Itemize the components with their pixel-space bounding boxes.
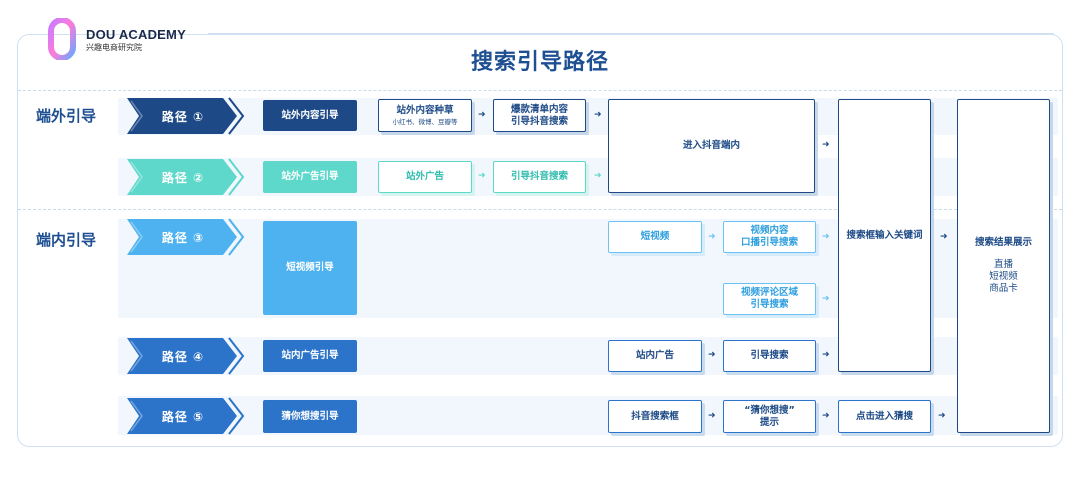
source-box-5: 猜你想搜引导 xyxy=(263,400,357,433)
flow-arrow-icon: ➜ xyxy=(822,294,830,304)
path-arrow-shape xyxy=(127,337,245,375)
step-text: 爆款清单内容 xyxy=(510,103,568,115)
step-text: 视频内容 xyxy=(750,225,789,237)
logo-brand: DOU ACADEMY xyxy=(86,27,186,42)
result-item: 商品卡 xyxy=(989,282,1018,294)
flow-arrow-icon: ➜ xyxy=(822,411,830,421)
flow-arrow-icon: ➜ xyxy=(822,140,830,150)
step-box-onsite-ad: 站内广告 xyxy=(608,340,702,372)
header-divider xyxy=(18,90,1062,91)
step-text: 视频评论区域 xyxy=(740,287,798,299)
path-label-4: 路径 ④ xyxy=(161,349,205,364)
step-note: 小红书、微博、豆瓣等 xyxy=(392,118,458,127)
flow-arrow-icon: ➜ xyxy=(938,411,946,421)
flow-arrow-icon: ➜ xyxy=(594,171,602,181)
step-text: 口播引导搜索 xyxy=(740,237,798,248)
step-box-offsite-seeding: 站外内容种草 小红书、微博、豆瓣等 xyxy=(378,99,472,132)
flow-arrow-icon: ➜ xyxy=(822,350,830,360)
flow-arrow-icon: ➜ xyxy=(478,171,486,181)
path-arrow-5: 路径 ⑤ xyxy=(127,397,245,435)
flow-arrow-icon: ➜ xyxy=(708,232,716,242)
step-box-search-field: 抖音搜索框 xyxy=(608,400,702,433)
source-box-1: 站外内容引导 xyxy=(263,100,357,131)
section-label-outside: 端外引导 xyxy=(36,107,97,125)
step-text: 提示 xyxy=(759,416,779,428)
step-box-guess-hint: “猜你想搜” 提示 xyxy=(723,400,816,433)
step-text: “猜你想搜” xyxy=(744,404,795,416)
step-text: 站外内容种草 xyxy=(396,104,454,116)
step-text: 引导抖音搜索 xyxy=(510,115,568,127)
logo-subtitle: 兴趣电商研究院 xyxy=(86,43,142,52)
section-divider xyxy=(18,209,1062,210)
path-label-2: 路径 ② xyxy=(161,170,205,185)
page-title: 搜索引导路径 xyxy=(470,50,609,75)
step-box-search-input: 搜索框输入关键词 xyxy=(838,99,931,372)
step-box-hot-list: 爆款清单内容 引导抖音搜索 xyxy=(493,99,586,132)
step-box-search-results: 搜索结果展示 直播 短视频 商品卡 xyxy=(957,99,1050,433)
step-box-guide-search: 引导抖音搜索 xyxy=(493,161,586,193)
step-box-short-video: 短视频 xyxy=(608,221,702,253)
path-arrow-shape xyxy=(127,218,245,256)
path-label-5: 路径 ⑤ xyxy=(161,409,205,424)
step-box-comment-area: 视频评论区域 引导搜索 xyxy=(723,283,816,315)
source-box-3: 短视频引导 xyxy=(263,221,357,315)
result-item: 短视频 xyxy=(989,271,1018,282)
step-box-offsite-ad: 站外广告 xyxy=(378,161,472,193)
source-box-2: 站外广告引导 xyxy=(263,161,357,193)
result-item: 直播 xyxy=(993,259,1013,271)
step-text: 引导搜索 xyxy=(750,299,789,310)
step-box-click-guess: 点击进入猜搜 xyxy=(838,400,931,433)
step-box-guide-search-2: 引导搜索 xyxy=(723,340,816,372)
path-label-1: 路径 ① xyxy=(161,109,205,124)
section-label-inside: 端内引导 xyxy=(36,231,97,249)
flow-arrow-icon: ➜ xyxy=(940,232,948,242)
header-rule xyxy=(208,33,1054,34)
step-box-enter-douyin: 进入抖音端内 xyxy=(608,99,815,193)
flow-arrow-icon: ➜ xyxy=(478,110,486,120)
source-box-4: 站内广告引导 xyxy=(263,340,357,372)
academy-logo-icon xyxy=(48,18,76,60)
path-arrow-2: 路径 ② xyxy=(127,158,245,196)
flow-arrow-icon: ➜ xyxy=(708,350,716,360)
path-arrow-3: 路径 ③ xyxy=(127,218,245,256)
flow-arrow-icon: ➜ xyxy=(708,411,716,421)
path-arrow-shape xyxy=(127,97,245,135)
step-box-voiceover: 视频内容 口播引导搜索 xyxy=(723,221,816,253)
path-arrow-4: 路径 ④ xyxy=(127,337,245,375)
flow-arrow-icon: ➜ xyxy=(822,232,830,242)
results-title: 搜索结果展示 xyxy=(974,237,1032,249)
path-arrow-1: 路径 ① xyxy=(127,97,245,135)
path-label-3: 路径 ③ xyxy=(161,230,205,245)
flow-arrow-icon: ➜ xyxy=(594,110,602,120)
path-arrow-shape xyxy=(127,397,245,435)
path-arrow-shape xyxy=(127,158,245,196)
